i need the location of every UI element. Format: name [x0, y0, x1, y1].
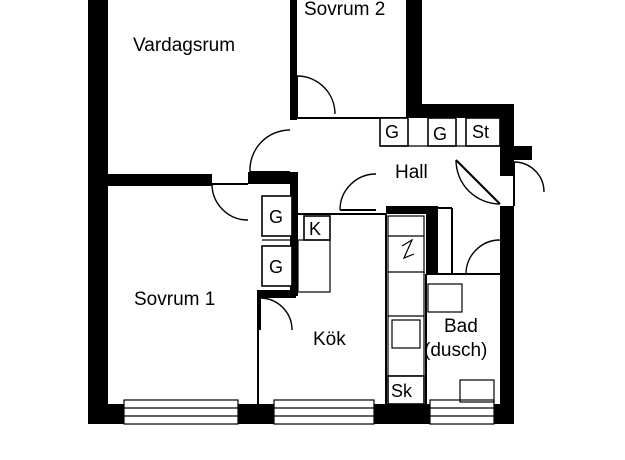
- label-kok: Kök: [313, 329, 346, 350]
- bath-sink: [459, 379, 495, 403]
- wall-bottom-mid2: [374, 404, 430, 424]
- bath-shower: [427, 283, 463, 313]
- kitchen-counter: [387, 215, 425, 377]
- label-sovrum2: Sovrum 2: [304, 0, 385, 20]
- walls: [88, 0, 532, 424]
- wall-sovrum2-left: [290, 0, 297, 120]
- wall-left-exterior: [88, 0, 108, 424]
- partitions: [257, 117, 500, 404]
- wall-top-notch: [406, 0, 422, 118]
- label-vardagsrum: Vardagsrum: [133, 35, 235, 56]
- closet-g-top1: [379, 117, 409, 147]
- label-dusch: (dusch): [424, 340, 487, 361]
- wall-bath-top: [386, 206, 438, 214]
- wall-hall-lower: [290, 176, 298, 296]
- label-st-top: St: [472, 122, 489, 142]
- label-bad: Bad: [444, 316, 478, 337]
- wall-right-lower: [500, 206, 514, 424]
- storage-labels: G G St G G K Sk: [269, 122, 489, 401]
- closet-g-left2: [261, 245, 293, 287]
- wall-bath-left: [426, 208, 438, 274]
- wall-top-ledge: [406, 104, 514, 118]
- closet-st-top: [465, 117, 501, 147]
- wall-stub-right: [500, 146, 532, 160]
- label-sovrum1: Sovrum 1: [134, 289, 215, 310]
- label-hall: Hall: [395, 162, 428, 183]
- room-labels: Vardagsrum Sovrum 2 Hall Sovrum 1 Kök Ba…: [133, 0, 487, 361]
- closet-g-left1: [261, 195, 293, 237]
- label-g-left1: G: [269, 207, 283, 227]
- label-g-left2: G: [269, 257, 283, 277]
- label-k: K: [309, 219, 321, 239]
- windows: [123, 399, 495, 425]
- label-g-top2: G: [433, 124, 447, 144]
- wall-sovrum1-kok: [258, 290, 296, 298]
- label-sk: Sk: [391, 381, 413, 401]
- wall-bottom-mid1: [238, 404, 274, 424]
- wall-bottom-left: [88, 404, 124, 424]
- wall-vardagsrum-sovrum1-b: [248, 172, 298, 184]
- fixtures: [261, 117, 501, 405]
- closet-sk: [387, 375, 425, 405]
- label-g-top1: G: [385, 122, 399, 142]
- wall-vardagsrum-sovrum1: [108, 174, 212, 186]
- doors: [211, 75, 545, 331]
- closet-g-top2: [427, 117, 457, 147]
